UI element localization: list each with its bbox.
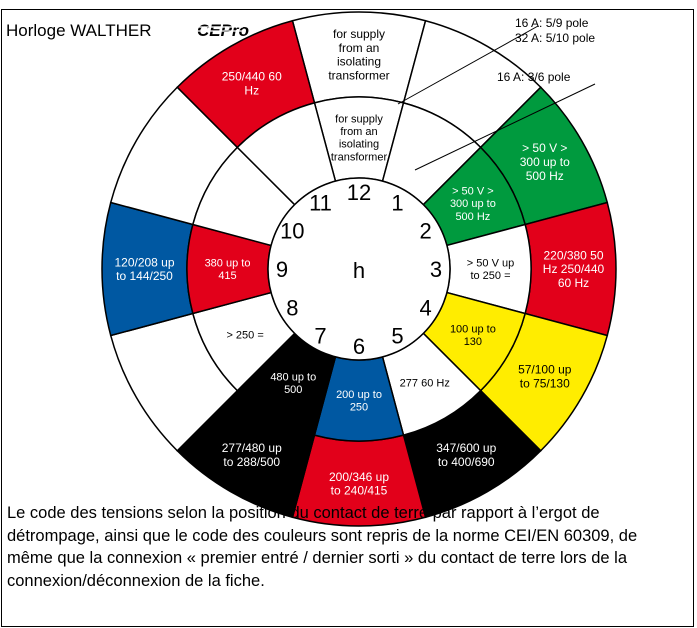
clock-face xyxy=(267,177,451,361)
note-leader-1 xyxy=(397,25,539,105)
hour-5: 5 xyxy=(391,324,403,349)
hour-6: 6 xyxy=(353,334,365,359)
caption-text: Le code des tensions selon la position d… xyxy=(7,504,638,590)
hour-10: 10 xyxy=(280,219,304,244)
hour-12: 12 xyxy=(347,180,371,205)
center-label: h xyxy=(353,258,365,283)
inner-ring xyxy=(186,96,532,442)
inner-label-5: 277 60 Hz xyxy=(400,378,450,390)
hour-1: 1 xyxy=(391,190,403,215)
inner-label-8: > 250 = xyxy=(226,330,263,342)
figure-title: Horloge WALTHER xyxy=(6,21,152,40)
note-16a-3-6: 16 A: 3/6 pole xyxy=(497,70,571,84)
cepro-logo: CEPro xyxy=(197,21,249,40)
hour-4: 4 xyxy=(420,296,432,321)
note-32a-5-10: 32 A: 5/10 pole xyxy=(515,31,595,45)
note-leader-2 xyxy=(414,83,596,171)
hour-11: 11 xyxy=(309,190,332,215)
note-16a-5-9: 16 A: 5/9 pole xyxy=(515,16,589,30)
hour-2: 2 xyxy=(420,219,432,244)
hour-7: 7 xyxy=(314,324,326,349)
hour-8: 8 xyxy=(286,296,298,321)
hour-9: 9 xyxy=(276,257,288,282)
hour-3: 3 xyxy=(430,257,442,282)
